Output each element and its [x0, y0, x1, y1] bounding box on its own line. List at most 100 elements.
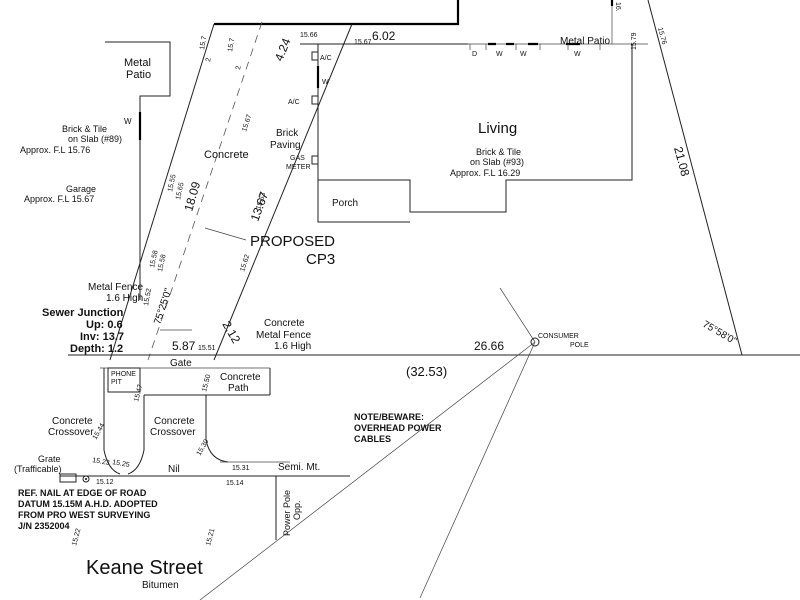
label-metal-patio-left-2: Patio [126, 69, 151, 81]
level-15-52: 15.52 [143, 288, 153, 307]
consumer-pole-symbol [530, 337, 540, 347]
label-brick-tile-89-2: on Slab (#89) [68, 134, 122, 144]
boundary-right [647, 0, 743, 356]
dashed-line-1 [147, 21, 263, 361]
phone-pit-box [107, 367, 141, 393]
label-note-2: OVERHEAD POWER [354, 423, 442, 433]
level-15-21: 15.21 [205, 528, 216, 547]
level-15-50: 15.50 [201, 374, 212, 393]
power-cable-1 [419, 341, 536, 599]
label-proposed: PROPOSED [250, 233, 335, 250]
label-power-pole-2: Opp. [292, 500, 302, 520]
crossover-left [103, 368, 121, 475]
level-15-12: 15.12 [96, 479, 114, 486]
label-grate-1: Grate [38, 454, 61, 464]
boundary-left-fence [109, 23, 215, 361]
label-concrete-fence-1: Concrete [264, 318, 305, 329]
label-cp3: CP3 [306, 251, 335, 268]
label-ref-3: FROM PRO WEST SURVEYING [18, 510, 150, 520]
level-15-14: 15.14 [226, 480, 244, 487]
label-phone-pit-1: PHONE [111, 371, 136, 378]
label-grate-2: (Trafficable) [14, 464, 62, 474]
level-15-62: 15.62 [239, 254, 251, 273]
label-garage-2: Approx. F.L 15.67 [24, 194, 94, 204]
power-cable-3 [499, 287, 536, 343]
level-15-47: 15.47 [133, 384, 144, 403]
label-concrete-drive: Concrete [204, 149, 249, 161]
level-15-7-b: 15.7 [227, 38, 236, 53]
level-2-a: 2 [205, 57, 213, 62]
level-15-31: 15.31 [232, 465, 250, 472]
level-15-76-right: 15.76 [656, 27, 667, 46]
label-ac-1: A/C [320, 55, 332, 62]
label-sewer-2: Up: 0.6 [86, 319, 123, 331]
dim-5-87: 5.87 [172, 339, 196, 353]
level-15-7-a: 15.7 [199, 36, 208, 51]
level-15-67-mid: 15.67 [241, 114, 253, 133]
level-15-25: 15.25 [112, 459, 131, 469]
level-15-58-a: 15.58 [149, 250, 160, 269]
dim-26-66: 26.66 [474, 339, 504, 353]
label-garage-1: Garage [66, 184, 96, 194]
level-15-79: 15.79 [631, 32, 638, 50]
cp3-leader [204, 227, 247, 241]
label-concrete-path-1: Concrete [220, 372, 261, 383]
label-crossover-l-2: Crossover [48, 427, 94, 438]
label-metal-fence-left-1: Metal Fence [88, 282, 143, 293]
label-street-surface: Bitumen [142, 580, 179, 591]
label-window-d: D [472, 51, 477, 58]
level-15-58-b: 15.58 [157, 254, 168, 273]
label-brick-tile-93-2: on Slab (#93) [470, 157, 524, 167]
level-15-55: 15.55 [167, 174, 178, 193]
ref-nail-dot [85, 478, 87, 480]
angle-right: 75°58'0" [701, 319, 739, 347]
house-outline [317, 44, 633, 213]
label-crossover-r-2: Crossover [150, 427, 196, 438]
grate-symbol [59, 473, 77, 483]
label-sewer-1: Sewer Junction [42, 307, 124, 319]
label-gas-meter-2: METER [286, 164, 311, 171]
angle-left: 75°25'0" [152, 287, 174, 326]
label-window-left: W [124, 117, 132, 126]
label-ref-2: DATUM 15.15M A.H.D. ADOPTED [18, 499, 158, 509]
label-consumer-2: POLE [570, 342, 589, 349]
label-window-w1: W [496, 51, 503, 58]
label-sewer-4: Depth: 1.2 [70, 343, 123, 355]
label-sewer-3: Inv: 13.7 [80, 331, 124, 343]
level-15-22: 15.22 [71, 528, 82, 547]
label-brick-paving-1: Brick [276, 128, 299, 139]
label-crossover-l-1: Concrete [52, 416, 93, 427]
label-consumer-1: CONSUMER [538, 333, 579, 340]
label-window-w2: W [520, 51, 527, 58]
top-window-ticks [469, 44, 601, 50]
label-brick-tile-89-1: Brick & Tile [62, 124, 107, 134]
label-living: Living [478, 120, 517, 137]
label-concrete-path-2: Path [228, 383, 249, 394]
dim-2-12: 2.12 [219, 319, 243, 347]
label-crossover-r-1: Concrete [154, 416, 195, 427]
ac-unit-2-box [311, 95, 319, 105]
label-ref-1: REF. NAIL AT EDGE OF ROAD [18, 488, 147, 498]
label-metal-patio-left-1: Metal [124, 57, 151, 69]
power-cable-2 [199, 341, 536, 600]
boundary-mid [213, 23, 353, 361]
label-porch: Porch [332, 198, 358, 209]
level-16-x: 16. [614, 2, 621, 12]
label-window-house: W [322, 79, 329, 86]
label-brick-tile-89-3: Approx. F.L 15.76 [20, 145, 90, 155]
label-concrete-fence-3: 1.6 High [274, 341, 311, 352]
crossover-right [205, 395, 229, 463]
label-brick-tile-93-1: Brick & Tile [476, 147, 521, 157]
metal-patio-left-outline [105, 41, 171, 300]
label-semi-mt: Semi. Mt. [278, 462, 320, 473]
label-brick-paving-2: Paving [270, 140, 301, 151]
label-metal-fence-left-2: 1.6 High [106, 293, 143, 304]
label-note-3: CABLES [354, 434, 391, 444]
label-phone-pit-2: PIT [111, 379, 123, 386]
label-metal-patio-top: Metal Patio [560, 36, 610, 47]
concrete-path-edges [144, 368, 271, 396]
dim-4-24: 4.24 [272, 36, 294, 63]
label-ac-2: A/C [288, 99, 300, 106]
label-brick-tile-93-3: Approx. F.L 16.29 [450, 168, 520, 178]
